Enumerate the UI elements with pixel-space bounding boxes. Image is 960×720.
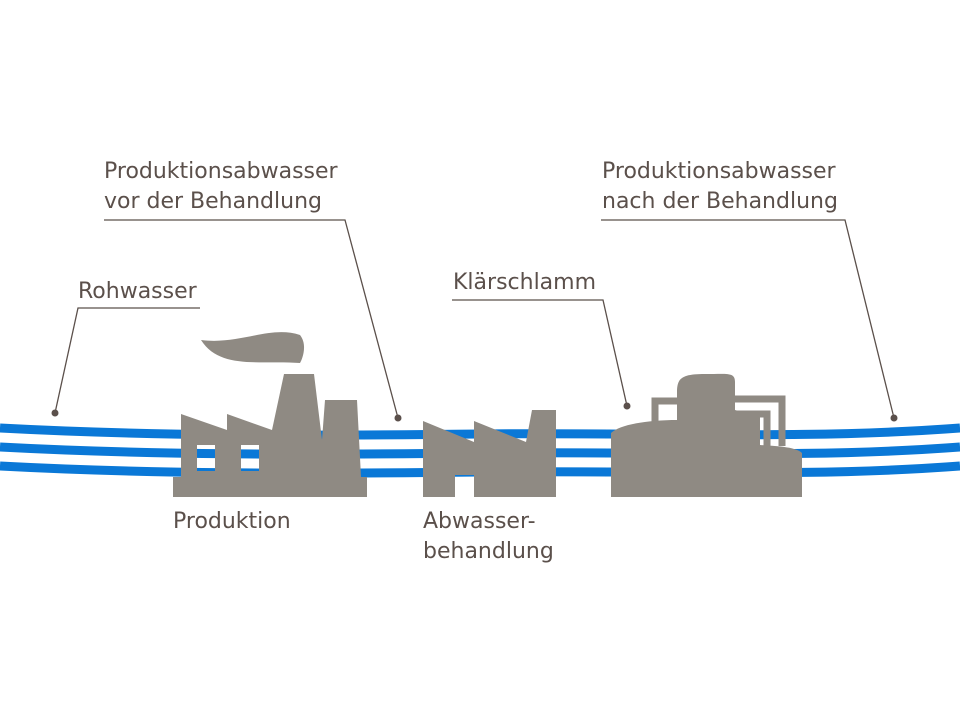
leader-line-klaerschlamm	[452, 299, 628, 407]
label-vor-1: Produktionsabwasser	[104, 159, 338, 184]
label-produktion: Produktion	[173, 509, 291, 534]
factory-icon	[173, 332, 367, 497]
leader-line-nach	[601, 219, 895, 419]
sludge-tank-icon	[611, 373, 802, 497]
leader-line-vor	[104, 219, 399, 419]
leader-line-rohwasser	[54, 307, 200, 414]
label-nach-2: nach der Behandlung	[602, 189, 838, 214]
marker-dot	[623, 402, 631, 410]
label-vor-2: vor der Behandlung	[104, 189, 322, 214]
marker-dot	[51, 409, 59, 417]
treatment-plant-icon	[423, 410, 556, 497]
label-abwasser-2: behandlung	[423, 539, 554, 564]
label-klaerschlamm: Klärschlamm	[453, 270, 597, 295]
label-nach-1: Produktionsabwasser	[602, 159, 836, 184]
marker-dot	[890, 414, 898, 422]
marker-dot	[394, 414, 402, 422]
label-abwasser-1: Abwasser-	[423, 509, 536, 534]
label-rohwasser: Rohwasser	[78, 279, 197, 304]
